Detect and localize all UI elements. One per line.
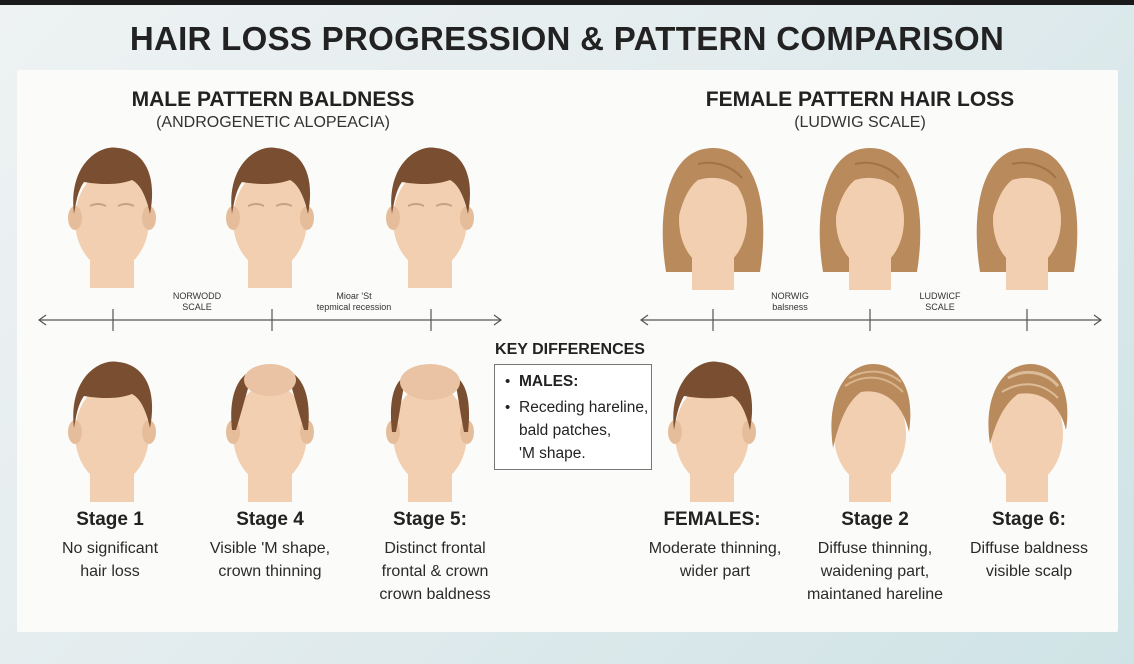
key-line-2: bald patches, <box>519 422 612 439</box>
male-head-top-2 <box>226 147 314 288</box>
male-head-stage-1 <box>68 361 156 502</box>
male-section-subtitle: (ANDROGENETIC ALOPEACIA) <box>156 114 390 131</box>
female-stage-a-desc: Moderate thinning,wider part <box>648 540 782 580</box>
female-stage-6-title: Stage 6: <box>992 509 1066 530</box>
male-section-title: MALE PATTERN BALDNESS <box>131 88 415 111</box>
female-section-title: FEMALE PATTERN HAIR LOSS <box>705 88 1015 111</box>
male-head-stage-4 <box>226 364 314 502</box>
bullet-icon: • <box>505 399 511 416</box>
key-line-3: 'M shape. <box>519 445 586 462</box>
male-stage-1-title: Stage 1 <box>76 509 144 530</box>
male-head-stage-5 <box>386 364 474 502</box>
female-head-top-3 <box>976 148 1078 290</box>
key-differences-box: • MALES: • Receding hareline, bald patch… <box>494 364 652 470</box>
male-head-top-1 <box>68 147 156 288</box>
male-stage-4-title: Stage 4 <box>236 509 304 530</box>
page-title: HAIR LOSS PROGRESSION & PATTERN COMPARIS… <box>129 20 1005 57</box>
bullet-icon: • <box>505 373 511 390</box>
male-stage-5-title: Stage 5: <box>393 509 467 530</box>
female-head-stage-6 <box>988 364 1068 502</box>
female-head-top-2 <box>819 148 921 290</box>
key-line-1: Receding hareline, <box>519 399 649 416</box>
female-progression-axis <box>639 309 1103 331</box>
female-head-top-1 <box>662 148 764 290</box>
top-border <box>0 0 1134 5</box>
male-progression-axis <box>37 309 503 331</box>
female-head-stage-2 <box>831 364 911 502</box>
key-differences-title: KEY DIFFERENCES <box>495 341 645 358</box>
female-section-subtitle: (LUDWIG SCALE) <box>794 114 926 131</box>
male-stage-4-desc: Visible 'M shape,crown thinning <box>209 540 331 580</box>
female-head-bottom-1 <box>668 361 756 502</box>
female-stage-2-title: Stage 2 <box>841 509 909 530</box>
key-heading: MALES: <box>519 373 579 390</box>
male-head-top-3 <box>386 147 474 288</box>
female-stage-a-title: FEMALES: <box>663 509 761 530</box>
female-stage-2-desc: Diffuse thinning,waidening part,maintane… <box>806 540 944 603</box>
content-panel <box>17 70 1118 632</box>
